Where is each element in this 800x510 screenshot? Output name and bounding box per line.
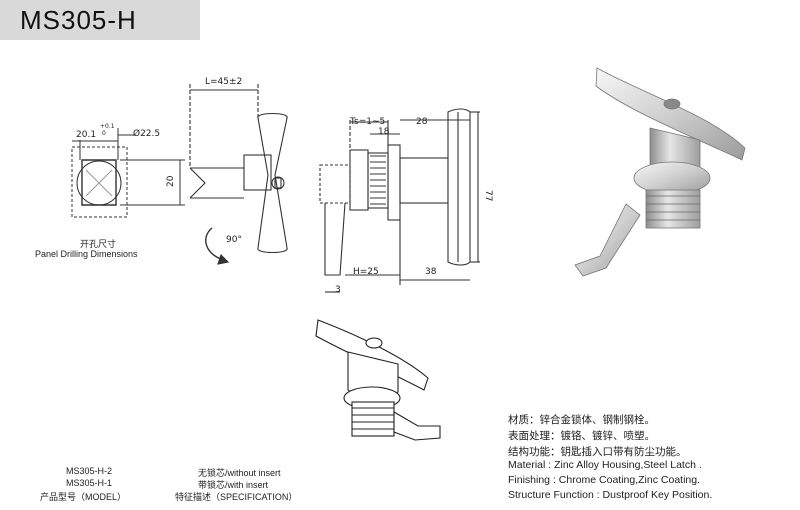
dim-28: 28 [416,117,428,127]
panel-cutout-drawing [71,128,185,218]
spec-en-material: Material : Zinc Alloy Housing,Steel Latc… [508,459,702,471]
dim-ts: Ts=1~5 [349,117,385,127]
title-banner [0,0,200,40]
model-code-2: MS305-H-1 [66,478,113,488]
model-spec-1: 无锁芯/without insert [198,468,281,478]
dim-h25: H=25 [353,267,379,277]
spec-en-function: Structure Function : Dustproof Key Posit… [508,489,713,501]
panel-cutout-label-cn: 开孔尺寸 [80,239,117,249]
spec-header: 特征描述（SPECIFICATION） [175,492,298,502]
spec-cn-finishing: 表面处理：镀铬、镀锌、喷塑。 [508,430,655,442]
dim-length: L=45±2 [205,77,242,87]
panel-cutout-label-en: Panel Drilling Dimensions [35,249,138,259]
dim-cutout-tol-upper: +0.1 [100,123,115,130]
model-code-1: MS305-H-2 [66,466,113,476]
spec-cn-function: 结构功能：钥匙插入口带有防尘功能。 [508,446,687,458]
dim-cutout-tol-lower: 0 [102,130,106,137]
dim-77: 77 [483,190,493,201]
side-view-handle [189,84,288,265]
dim-angle: 90° [226,235,242,245]
spec-cn-material: 材质：锌合金锁体、钢制钢栓。 [508,414,655,426]
dim-3: 3 [335,285,341,295]
product-render-line [315,319,441,441]
dim-cutout-height: 20 [166,175,176,187]
product-title: MS305-H [20,5,137,35]
dim-18: 18 [378,127,390,137]
dim-cutout-width: 20.1 [76,130,96,140]
section-view [319,108,480,293]
product-render-photo [574,67,746,277]
spec-en-finishing: Finishing : Chrome Coating,Zinc Coating. [508,474,701,486]
dim-diameter: Ø22.5 [133,128,160,139]
dim-38: 38 [425,267,437,277]
model-spec-2: 带锁芯/with insert [198,480,269,490]
model-header: 产品型号（MODEL） [40,492,127,502]
